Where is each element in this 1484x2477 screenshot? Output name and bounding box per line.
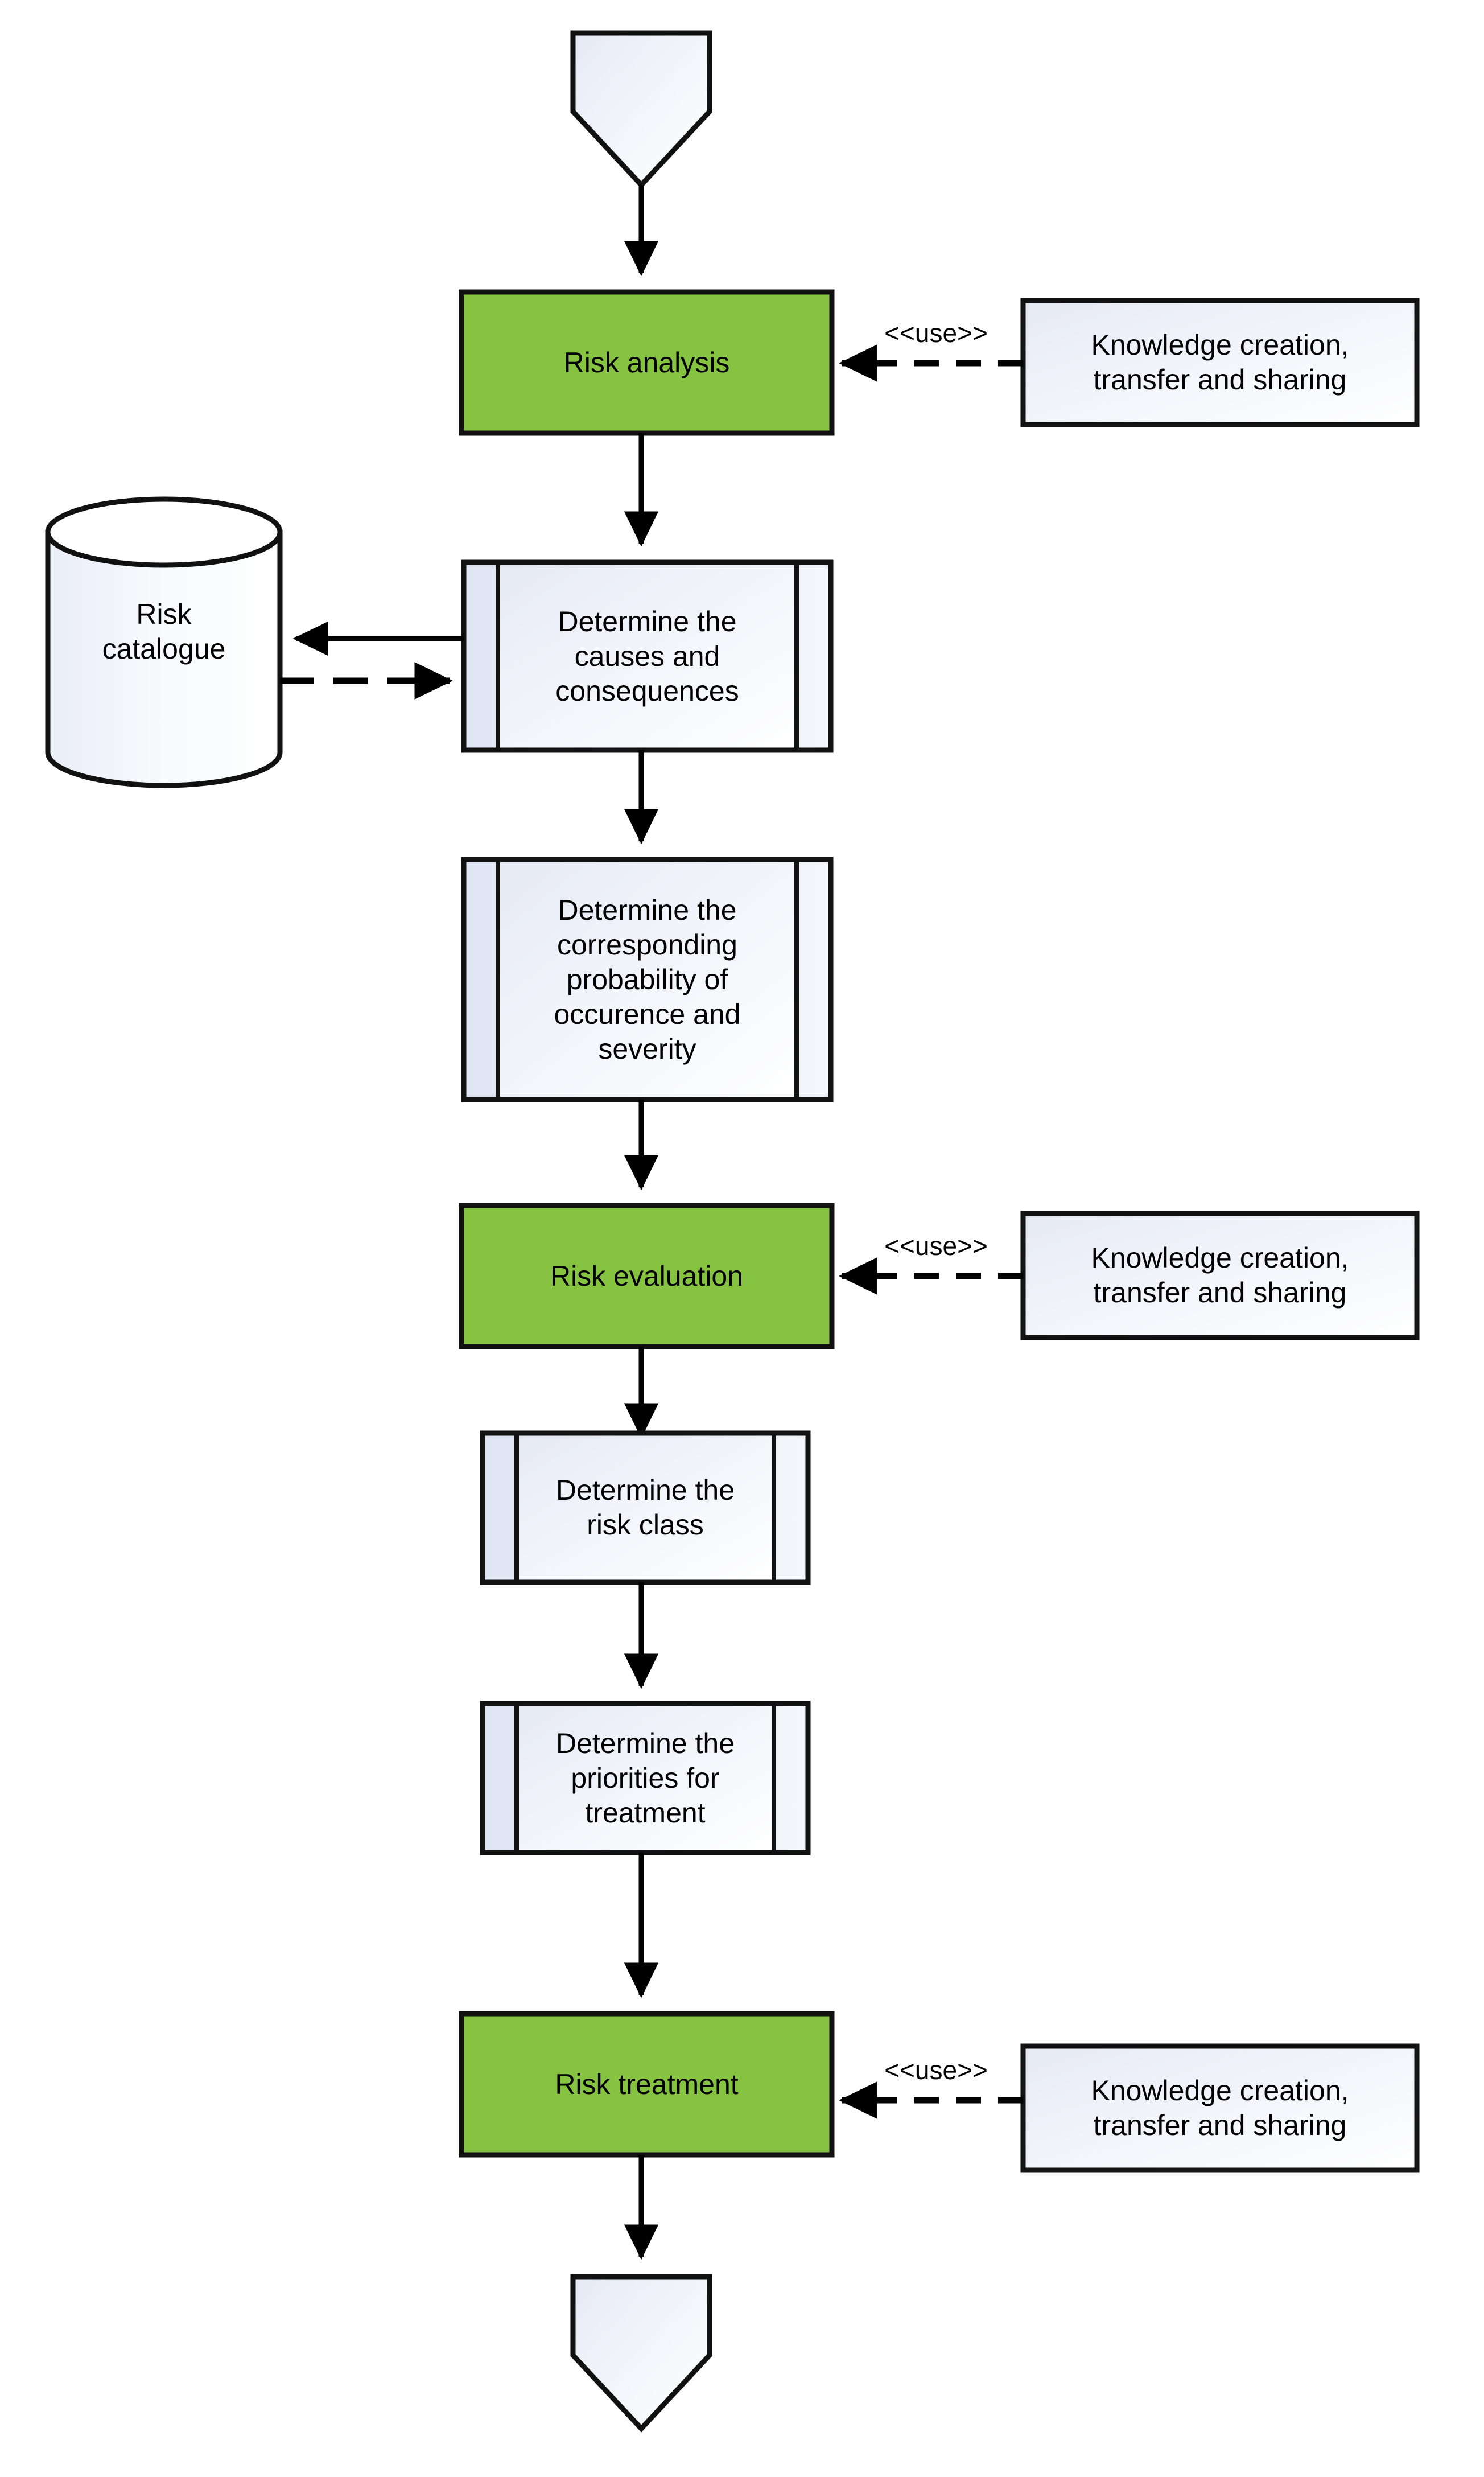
determine-probability-outline	[461, 857, 834, 1102]
determine-risk-class-node[interactable]	[480, 1430, 811, 1585]
risk-treatment-shape	[459, 2011, 835, 2158]
start-node-shape	[570, 30, 712, 189]
determine-priorities-node[interactable]	[480, 1701, 811, 1855]
knowledge-node-2[interactable]	[1020, 1211, 1420, 1340]
risk-treatment-node[interactable]	[459, 2011, 835, 2158]
determine-probability-node[interactable]	[461, 857, 834, 1102]
risk-evaluation-node[interactable]	[459, 1203, 835, 1349]
knowledge-node-3[interactable]	[1020, 2043, 1420, 2173]
risk-catalogue-body	[45, 529, 283, 788]
knowledge-box-1-shape	[1020, 298, 1420, 427]
start-node[interactable]	[570, 30, 712, 189]
risk-analysis-shape	[459, 289, 835, 436]
determine-priorities-outline	[480, 1701, 811, 1855]
risk-catalogue-top-ellipse	[45, 496, 283, 568]
determine-causes-outline	[461, 559, 834, 753]
determine-causes-node[interactable]	[461, 559, 834, 753]
risk-evaluation-shape	[459, 1203, 835, 1349]
risk-catalogue-node[interactable]	[45, 496, 283, 788]
determine-priorities-inner-fill	[517, 1704, 774, 1853]
end-node-shape	[570, 2274, 712, 2433]
knowledge-box-3-shape	[1020, 2043, 1420, 2173]
determine-causes-inner-fill	[498, 562, 797, 750]
knowledge-box-2-shape	[1020, 1211, 1420, 1340]
determine-risk-class-outline	[480, 1430, 811, 1585]
determine-probability-inner-fill	[498, 859, 797, 1100]
knowledge-node-1[interactable]	[1020, 298, 1420, 427]
determine-risk-class-inner-fill	[517, 1433, 774, 1582]
end-node[interactable]	[570, 2274, 712, 2433]
risk-analysis-node[interactable]	[459, 289, 835, 436]
